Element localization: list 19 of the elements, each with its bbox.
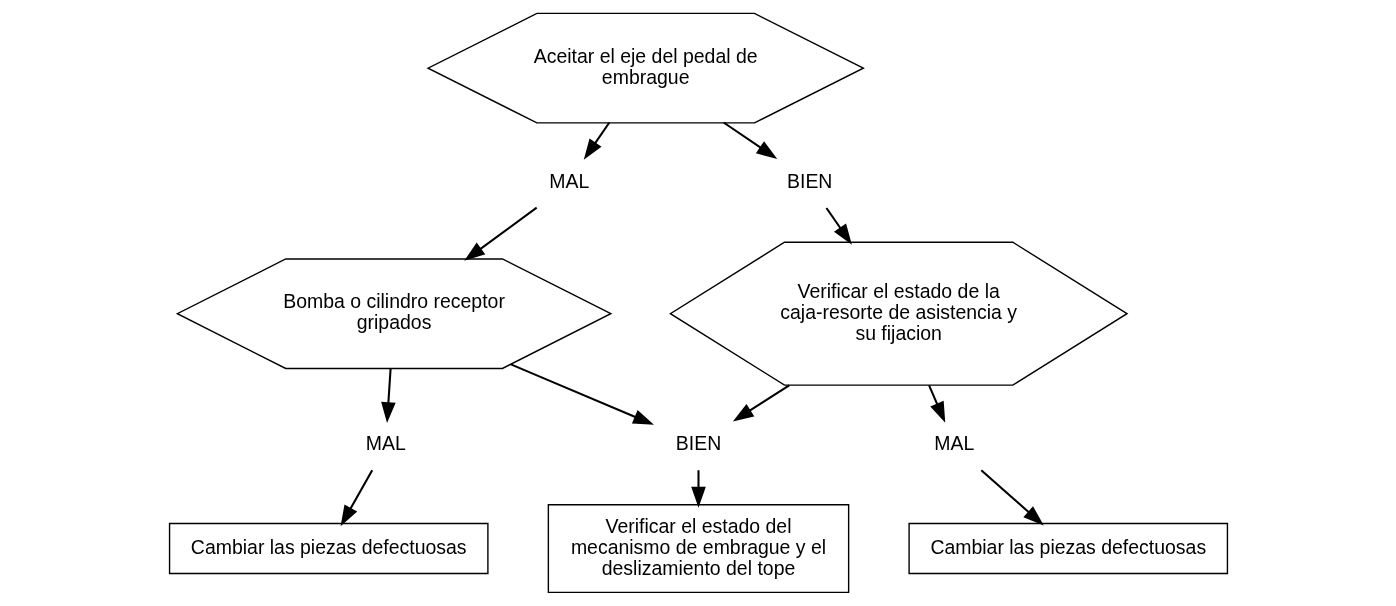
node-text: BIEN: [675, 432, 721, 455]
node-box: Cambiar las piezas defectuosas: [168, 522, 489, 575]
node-text: MAL: [933, 432, 974, 455]
arrow: [732, 384, 790, 422]
arrow: [583, 122, 610, 160]
arrow: [690, 470, 706, 508]
node-text: MAL: [365, 432, 406, 455]
node-box: Cambiar las piezas defectuosas: [907, 522, 1228, 575]
node-box: Verificar el estado del mecanismo de embrague y el deslizamiento del tope: [547, 504, 849, 594]
node-text: BIEN: [786, 169, 832, 192]
arrow: [825, 207, 852, 245]
arrow: [722, 121, 777, 159]
arrow: [927, 384, 945, 423]
arrow: [510, 363, 654, 425]
arrow: [380, 368, 396, 424]
node-text: MAL: [548, 169, 589, 192]
arrow: [463, 206, 537, 261]
arrow: [340, 469, 373, 527]
arrow: [980, 469, 1044, 526]
